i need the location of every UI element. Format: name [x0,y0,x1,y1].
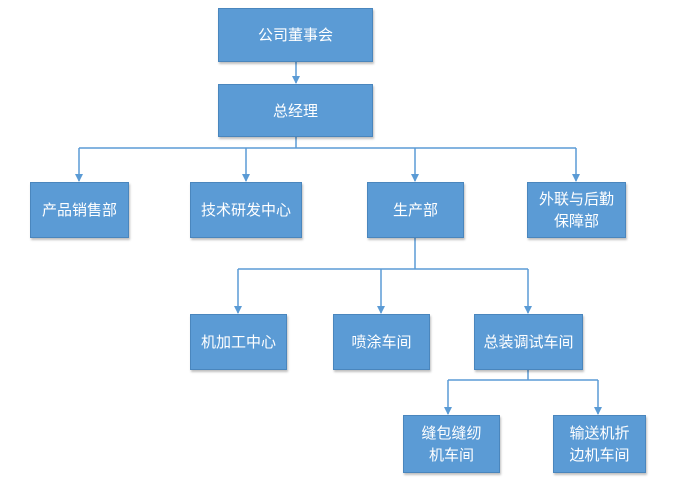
node-rnd-label: 技术研发中心 [200,201,291,219]
node-sales-label: 产品销售部 [41,201,117,219]
node-general-manager-label: 总经理 [272,101,318,120]
node-conveyor-label-line1: 输送机折 [569,424,630,442]
node-assembly: 总装调试车间 [474,314,583,370]
node-painting: 喷涂车间 [333,314,430,370]
node-board: 公司董事会 [218,8,373,62]
node-production: 生产部 [367,182,464,238]
node-machining: 机加工中心 [190,314,287,370]
node-painting-label: 喷涂车间 [351,333,412,351]
node-conveyor: 输送机折 边机车间 [553,415,646,473]
node-sewing-label-line2: 机车间 [428,446,474,464]
node-sales: 产品销售部 [30,182,129,238]
node-rnd: 技术研发中心 [190,182,302,238]
node-logistics-label-line2: 保障部 [553,212,599,230]
node-logistics-label-line1: 外联与后勤 [538,190,614,208]
node-general-manager: 总经理 [218,84,373,137]
node-conveyor-label-line2: 边机车间 [569,446,630,464]
node-production-label: 生产部 [392,201,438,219]
node-logistics: 外联与后勤 保障部 [527,182,626,238]
node-assembly-label: 总装调试车间 [483,333,574,351]
node-sewing: 缝包缝纫 机车间 [403,415,500,473]
node-sewing-label-line1: 缝包缝纫 [421,424,482,442]
node-board-label: 公司董事会 [257,26,333,44]
node-machining-label: 机加工中心 [200,333,276,351]
